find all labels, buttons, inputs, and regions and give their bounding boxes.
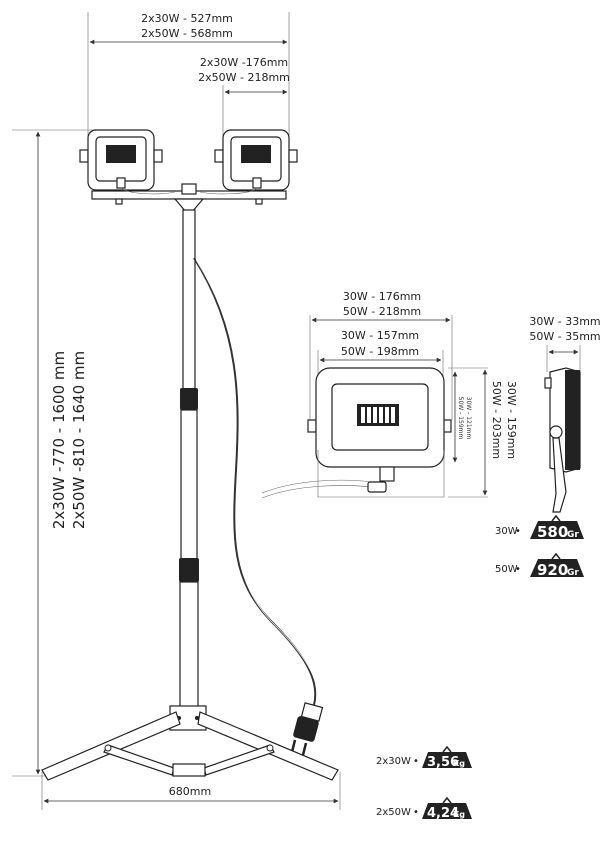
kit-weight-2x50w-label: 2x50W (376, 807, 411, 818)
total-width-30w-label: 2x30W - 527mm (141, 12, 233, 25)
kit-weight-2x30w-label: 2x30W (376, 756, 411, 767)
total-width-50w-label: 2x50W - 568mm (141, 27, 233, 40)
lamp-width-dimension: 2x30W -176mm 2x50W - 218mm (198, 56, 290, 140)
height-50w-label: 2x50W -810 - 1640 mm (70, 351, 88, 529)
lamp-width-50w-label: 2x50W - 218mm (198, 71, 290, 84)
lamp-weight-30w: 30W • 580 Gr (495, 514, 584, 541)
weight-icon (530, 559, 584, 577)
front-inner-width-50w-label: 50W - 198mm (341, 345, 419, 358)
lamp-weight-50w-unit: Gr (567, 568, 579, 578)
lamp-weight-50w: 50W • 920 Gr (495, 552, 584, 579)
front-width-30w-label: 30W - 176mm (343, 290, 421, 303)
kit-weight-2x30w: 2x30W • 3,56 Kg (376, 745, 472, 770)
height-dimension: 2x30W -770 - 1600 mm 2x50W -810 - 1640 m… (12, 129, 95, 777)
telescopic-pole (173, 198, 205, 711)
tripod-base (41, 705, 339, 781)
kit-weight-2x50w-value: 4,24 (427, 806, 459, 821)
side-depth-50w-label: 50W - 35mm (529, 330, 600, 343)
weight-icon (422, 752, 472, 768)
kit-weight-2x50w: 2x50W • 4,24 Kg (376, 796, 472, 821)
weight-icon (422, 803, 472, 819)
side-depth-30w-label: 30W - 33mm (529, 315, 600, 328)
base-width-label: 680mm (169, 785, 211, 798)
weight-icon (530, 521, 584, 539)
side-view-depth-dimension: 30W - 33mm 50W - 35mm (529, 315, 601, 372)
lamp-width-30w-label: 2x30W -176mm (200, 56, 288, 69)
base-width-dimension: 680mm (41, 772, 341, 810)
front-height-50w-label: 50W - 203mm (490, 381, 503, 459)
kit-weight-2x50w-unit: Kg (453, 810, 465, 819)
front-view-height-dimensions: 30W - 121mm 50W - 159mm 30W - 159mm 50W … (448, 367, 518, 498)
front-inner-height-30w-label: 30W - 121mm (465, 397, 472, 440)
separator-dot: • (515, 564, 521, 575)
lamp-weight-30w-value: 580 (537, 523, 568, 541)
side-view-lamp (544, 367, 581, 513)
power-plug (290, 702, 324, 756)
lamp-weight-50w-label: 50W (495, 564, 518, 575)
kit-weight-2x30w-value: 3,56 (427, 755, 459, 770)
front-view-lamp (261, 367, 452, 499)
front-view-width-dimensions: 30W - 176mm 50W - 218mm 30W - 157mm 50W … (309, 290, 453, 420)
right-floodlight (214, 129, 298, 191)
front-inner-height-50w-label: 50W - 159mm (457, 397, 464, 440)
left-floodlight (79, 129, 163, 191)
led-module (357, 404, 399, 426)
front-width-50w-label: 50W - 218mm (343, 305, 421, 318)
separator-dot: • (413, 756, 419, 767)
front-height-30w-label: 30W - 159mm (505, 381, 518, 459)
power-cable (193, 257, 318, 708)
kit-weight-2x30w-unit: Kg (453, 759, 465, 768)
front-inner-width-30w-label: 30W - 157mm (341, 329, 419, 342)
separator-dot: • (515, 526, 521, 537)
lamp-weight-30w-unit: Gr (567, 530, 579, 540)
height-30w-label: 2x30W -770 - 1600 mm (50, 351, 68, 529)
separator-dot: • (413, 807, 419, 818)
lamp-weight-30w-label: 30W (495, 526, 518, 537)
lamp-weight-50w-value: 920 (537, 561, 568, 579)
top-total-width-dimension: 2x30W - 527mm 2x50W - 568mm (87, 12, 290, 140)
